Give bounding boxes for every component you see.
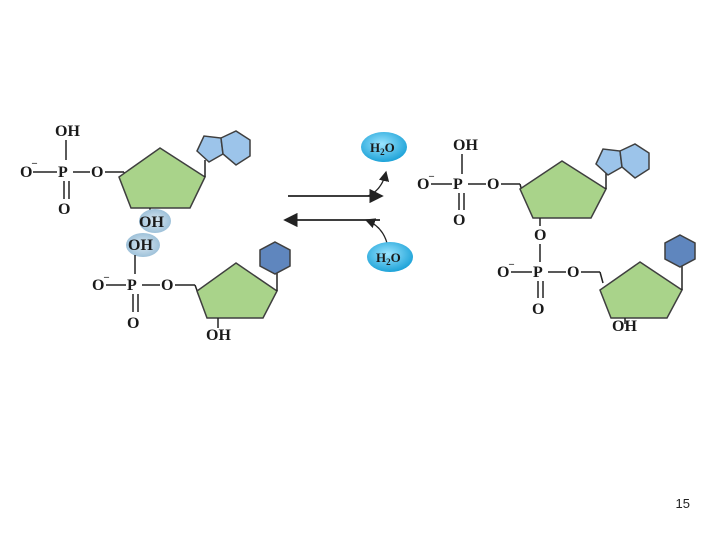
negative-charge-label: – <box>103 272 110 283</box>
water-o-label: O <box>391 250 401 265</box>
phosphate-oh-label: OH <box>453 137 478 154</box>
phosphate-double-o-label: O <box>532 301 544 318</box>
ester-oxygen-label: O <box>161 277 173 294</box>
negative-charge-label: – <box>508 259 515 270</box>
page-number: 15 <box>675 496 690 511</box>
phosphate-double-o-label: O <box>127 315 139 332</box>
purine-base <box>595 143 650 179</box>
ester-oxygen-label: O <box>567 264 579 281</box>
water-subscript-label: 2 <box>386 257 391 267</box>
phosphate-group: OH O – P O O <box>20 123 127 218</box>
pyrimidine-base <box>664 234 696 268</box>
phosphate-o-minus-label: O <box>497 264 509 281</box>
phosphate-o-minus-label: O <box>417 176 429 193</box>
water-molecule-consumed: H2O <box>367 242 413 272</box>
negative-charge-label: – <box>428 171 435 182</box>
water-subscript-label: 2 <box>380 147 385 157</box>
deoxyribose-sugar <box>599 261 683 319</box>
phosphate-double-o-label: O <box>453 212 465 229</box>
phosphorus-label: P <box>127 277 137 294</box>
phosphate-oh-label: OH <box>55 123 80 140</box>
ester-oxygen-label: O <box>91 164 103 181</box>
hydroxyl-highlight <box>139 209 171 233</box>
phosphate-o-minus-label: O <box>92 277 104 294</box>
phosphate-o-minus-label: O <box>20 164 32 181</box>
phosphorus-label: P <box>533 264 543 281</box>
phosphate-hydroxyl-highlight <box>126 233 160 257</box>
deoxyribose-sugar <box>519 160 607 219</box>
deoxyribose-sugar <box>196 262 278 319</box>
svg-text:H2O: H2O <box>376 250 401 267</box>
phosphorus-label: P <box>58 164 68 181</box>
phosphate-double-o-label: O <box>58 201 70 218</box>
left-upper-nucleotide: OH O – P O O OH <box>20 123 251 233</box>
water-release-arrow <box>367 170 390 197</box>
svg-text:H2O: H2O <box>370 140 395 157</box>
water-h-label: H <box>370 140 380 155</box>
ester-oxygen-label: O <box>487 176 499 193</box>
reaction-arrows <box>283 170 390 244</box>
phosphorus-label: P <box>453 176 463 193</box>
left-lower-nucleotide: OH O – P O O OH <box>92 233 291 344</box>
right-dinucleotide: OH O – P O O O O – P O O <box>417 137 696 335</box>
sugar-3-oh-label: OH <box>139 214 164 231</box>
deoxyribose-sugar <box>118 147 206 209</box>
negative-charge-label: – <box>31 158 38 169</box>
bridging-oxygen-label: O <box>534 227 546 244</box>
water-o-label: O <box>385 140 395 155</box>
sugar-3-oh-label: OH <box>206 327 231 344</box>
water-molecule-released: H2O <box>361 132 407 162</box>
water-h-label: H <box>376 250 386 265</box>
purine-base <box>196 130 251 166</box>
water-uptake-arrow <box>364 218 388 244</box>
sugar-3-oh-label: OH <box>612 318 637 335</box>
pyrimidine-base <box>259 241 291 275</box>
phosphate-oh-label: OH <box>128 237 153 254</box>
